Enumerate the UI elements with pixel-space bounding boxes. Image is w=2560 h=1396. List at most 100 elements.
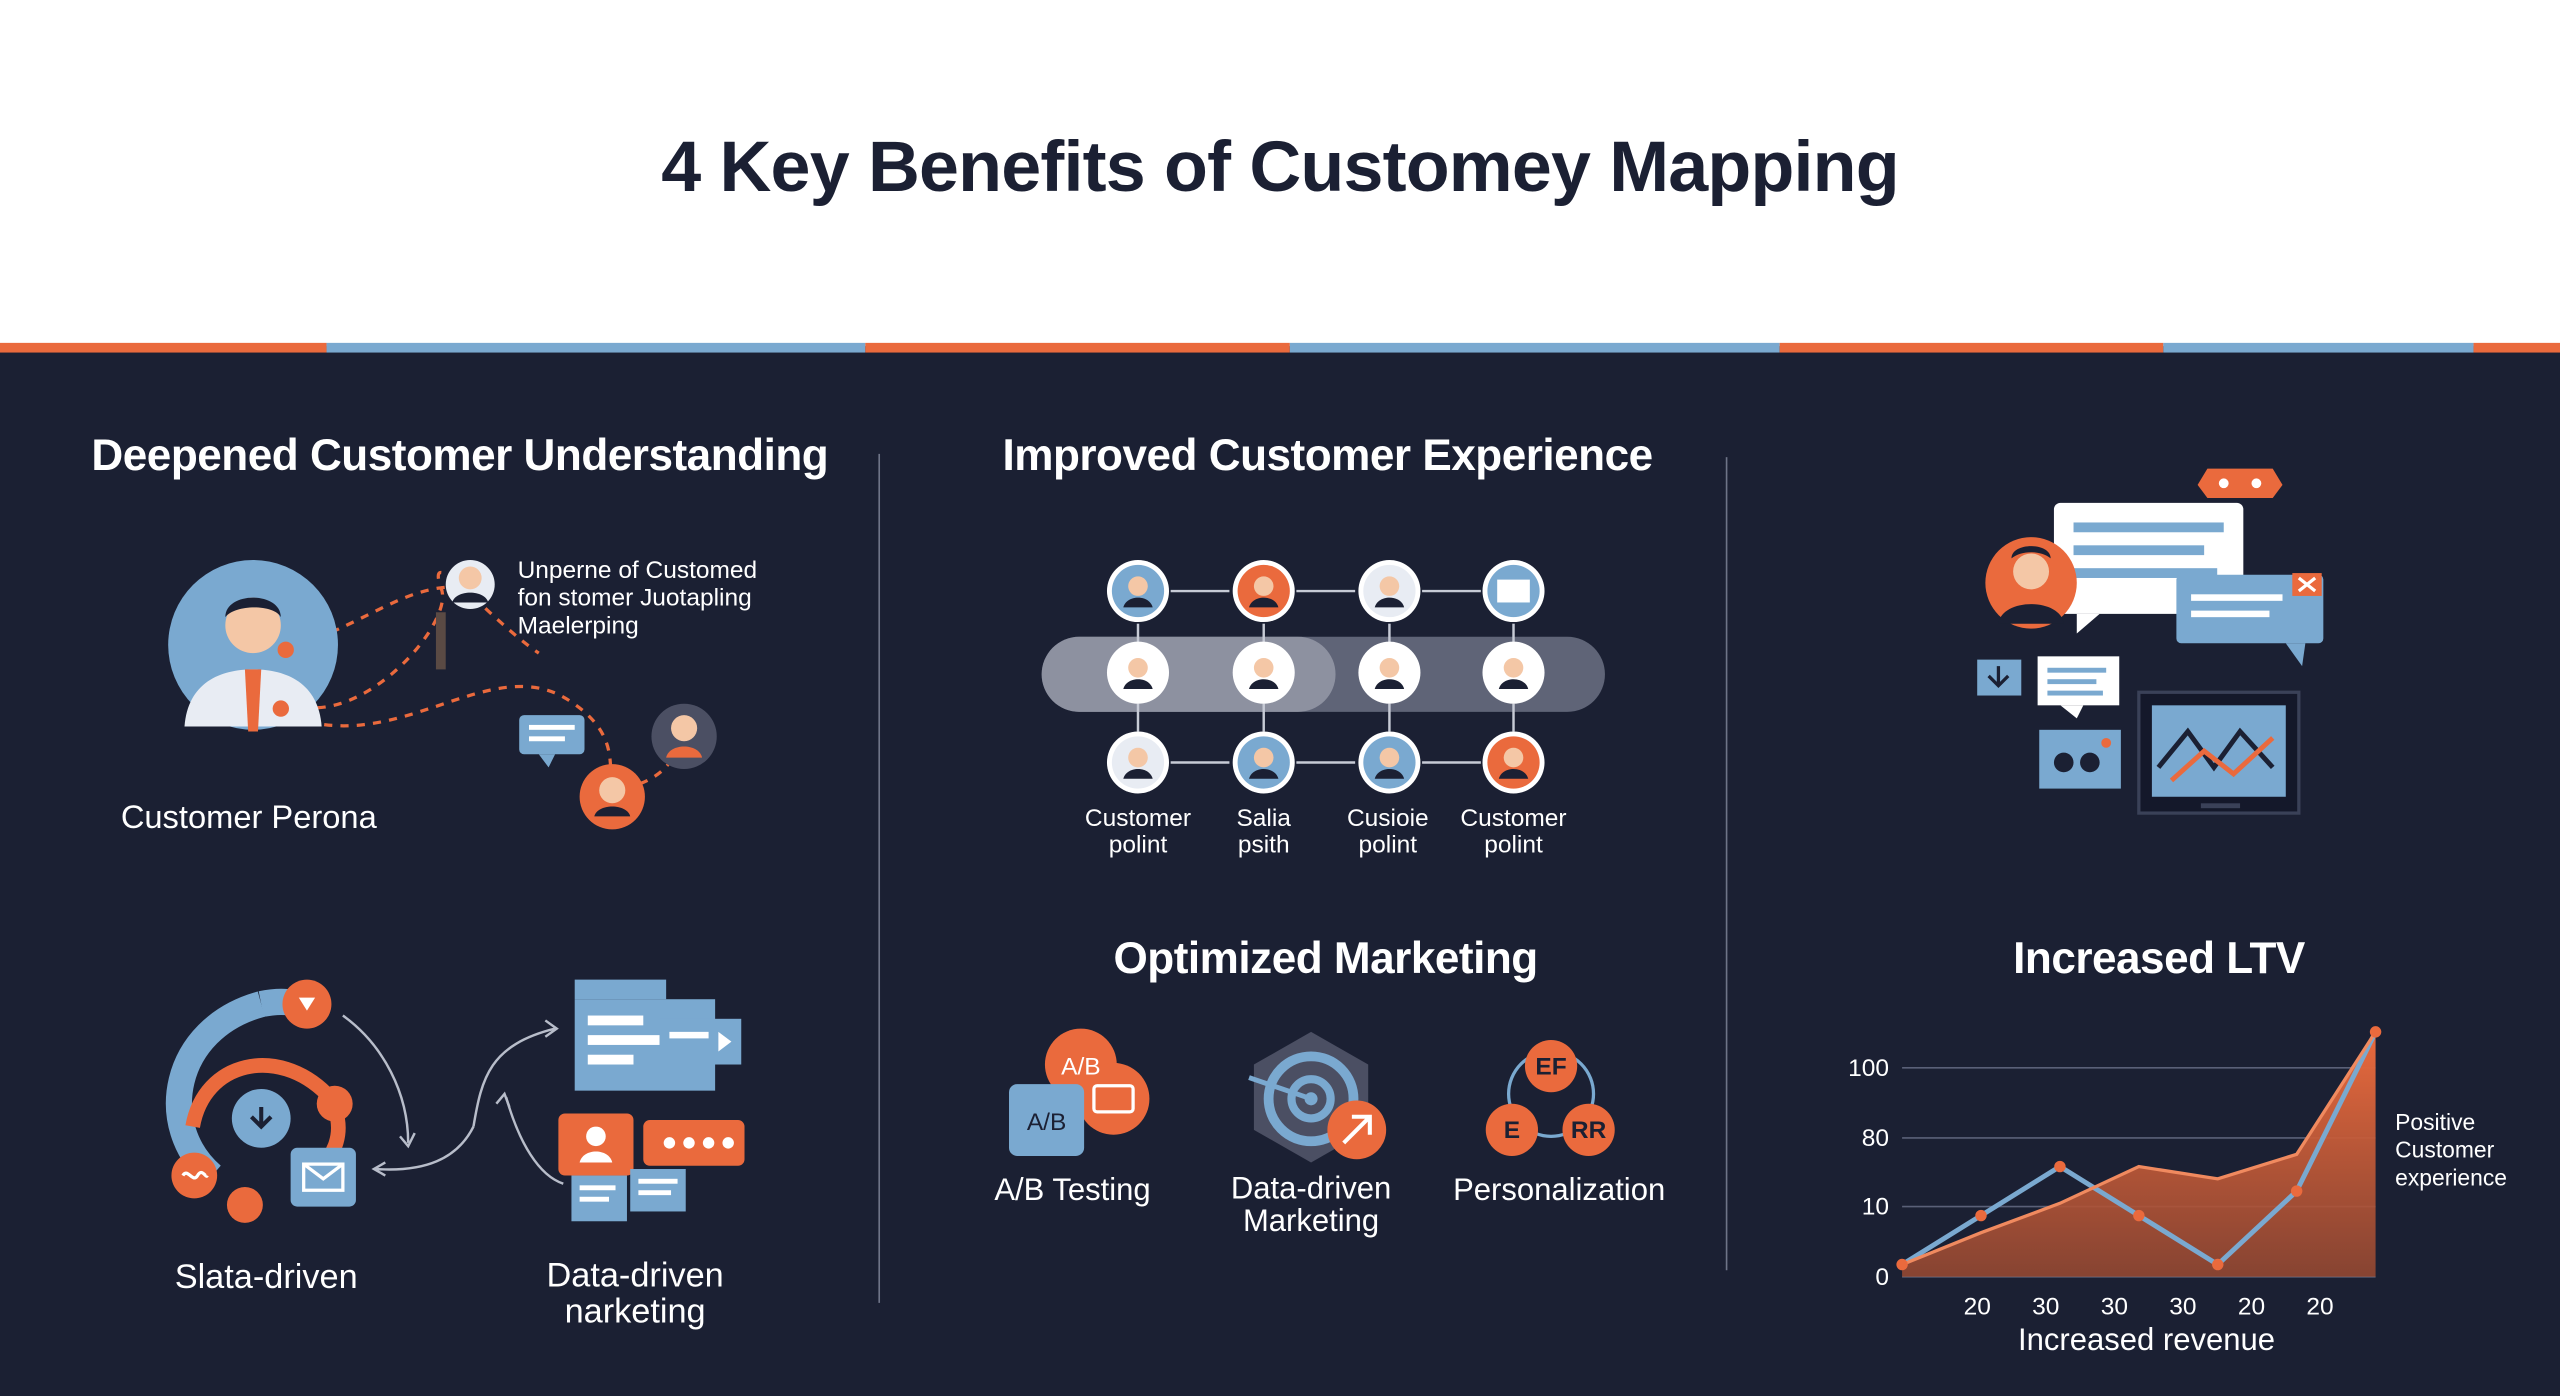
ltv-point [2290, 1185, 2303, 1197]
ltv-x-tick-label: 30 [2169, 1293, 2196, 1320]
reply-chat-bubble-icon [2176, 573, 2324, 667]
touchpoint-label-2-line-2: psith [1237, 831, 1290, 859]
ltv-area [1902, 1031, 2376, 1277]
ab-testing-icon-text-back: A/B [1061, 1053, 1100, 1080]
touchpoint-node-icon [1482, 560, 1545, 623]
ltv-y-tick-label: 100 [1848, 1055, 1889, 1082]
ltv-annotation: Positive Customer experience [2395, 1109, 2507, 1192]
ltv-chart: 0 10 80 100 20 30 30 30 20 20 [1848, 1026, 2382, 1320]
target-icon [1248, 1031, 1387, 1163]
touchpoint-node-icon [1482, 731, 1545, 794]
ltv-x-tick-label: 30 [2032, 1293, 2059, 1320]
chat-bubble-icon [519, 715, 585, 768]
alert-badge-icon [2197, 468, 2283, 498]
touchpoint-node-icon [1482, 641, 1545, 704]
touchpoint-label-4-line-2: polint [1484, 831, 1543, 859]
touchpoint-node-icon [1232, 731, 1295, 794]
touchpoint-node-icon [1232, 641, 1295, 704]
user-avatar-icon [1985, 537, 2077, 629]
ltv-annotation-line-2: Customer [2395, 1136, 2495, 1163]
ltv-x-tick-label: 20 [2238, 1293, 2265, 1320]
touchpoint-node-icon [1106, 731, 1170, 794]
persona-note: Unperne of Customed fon stomer Juotaplin… [518, 557, 758, 640]
ltv-x-tick-label: 30 [2101, 1293, 2128, 1320]
profile-chat-icon [558, 1113, 745, 1222]
message-card-icon [2037, 656, 2120, 719]
ab-testing-icon-text: A/B [1027, 1109, 1066, 1136]
ltv-x-tick-label: 20 [2306, 1293, 2333, 1320]
journey-path-middle [276, 684, 614, 788]
persona-note-line-1: Unperne of Customed [517, 556, 758, 585]
data-driven-right-line-2: narketing [564, 1293, 706, 1331]
touchpoint-label-3: Cusioie polint [1331, 804, 1445, 859]
ab-testing-icon: A/B A/B [1009, 1028, 1150, 1156]
customer-persona-avatar-icon [168, 560, 338, 732]
personalization-icon: EF E RR [1485, 1040, 1615, 1156]
journey-path-lower [285, 570, 540, 710]
touchpoint-label-3-line-1: Cusioie [1346, 804, 1429, 833]
download-icon [1977, 659, 2022, 696]
touchpoint-label-1-line-2: polint [1108, 831, 1168, 859]
ltv-point [2369, 1026, 2382, 1038]
heading-customer-understanding: Deepened Customer Understanding [91, 431, 829, 481]
header-band [0, 0, 2560, 347]
column-divider-right [1725, 457, 1728, 1271]
customer-avatar-icon-right [651, 703, 717, 770]
touchpoint-label-2: Salia psith [1207, 804, 1321, 859]
column-divider-left [878, 453, 881, 1303]
personalization-icon-text-left: E [1504, 1117, 1520, 1144]
ltv-annotation-line-1: Positive [2395, 1108, 2476, 1135]
ltv-point [2212, 1258, 2224, 1271]
data-driven-marketing-line-2: Marketing [1242, 1204, 1380, 1240]
cycle-diagram-icon [165, 979, 356, 1223]
heading-increased-ltv: Increased LTV [2013, 933, 2305, 983]
touchpoint-node-icon [1106, 560, 1170, 623]
data-driven-left-caption: Slata-driven [174, 1258, 358, 1297]
touchpoint-label-1-line-1: Customer [1084, 804, 1192, 833]
data-driven-marketing-line-1: Data-driven [1230, 1172, 1392, 1207]
touchpoint-label-1: Customer polint [1081, 804, 1195, 859]
ltv-line-series-2 [1901, 1030, 2377, 1267]
ltv-y-tick-label: 80 [1862, 1125, 1889, 1152]
ltv-annotation-line-3: experience [2395, 1164, 2508, 1191]
touchpoint-node-icon [1358, 560, 1421, 623]
personalization-icon-text-top: EF [1535, 1053, 1566, 1080]
ltv-y-tick-label: 10 [1862, 1194, 1889, 1221]
touchpoint-node-icon [1358, 641, 1421, 704]
touchpoint-label-2-line-1: Salia [1236, 804, 1291, 833]
data-driven-marketing-label: Data-driven Marketing [1213, 1172, 1409, 1240]
persona-note-line-2: fon stomer Juotapling [517, 584, 752, 613]
marketing-icons: A/B A/B EF E RR [1009, 1028, 1615, 1163]
analytics-card-icon [2039, 729, 2121, 789]
customer-avatar-icon-bottom [579, 764, 645, 830]
ltv-x-axis-label: Increased revenue [2018, 1324, 2275, 1359]
touchpoint-node-icon [1232, 560, 1295, 623]
touchpoint-label-4: Customer polint [1456, 804, 1570, 859]
ltv-x-tick-label: 20 [1964, 1293, 1991, 1320]
feedback-illustration [1977, 468, 2324, 815]
ltv-point [2133, 1209, 2145, 1222]
touchpoint-node-icon [1358, 731, 1421, 794]
persona-caption: Customer Perona [120, 800, 377, 836]
small-avatar-icon [435, 560, 495, 670]
personalization-icon-text-right: RR [1571, 1117, 1607, 1144]
touchpoint-network [1041, 560, 1605, 794]
ltv-point [1896, 1258, 1908, 1271]
data-driven-illustration [165, 979, 745, 1223]
page-title: 4 Key Benefits of Customey Mapping [661, 127, 1899, 208]
persona-illustration [168, 560, 717, 830]
journey-path-right [639, 750, 679, 786]
touchpoint-node-icon [1106, 641, 1170, 704]
persona-note-line-3: Maelerping [517, 612, 639, 641]
monitor-chart-icon [2137, 690, 2301, 815]
ltv-point [2054, 1160, 2066, 1173]
ltv-point [1975, 1209, 1987, 1222]
ab-testing-label: A/B Testing [994, 1173, 1151, 1209]
heading-optimized-marketing: Optimized Marketing [1113, 933, 1539, 983]
touchpoint-label-3-line-2: polint [1358, 831, 1418, 859]
accent-stripe [0, 342, 2560, 353]
ltv-y-tick-label: 0 [1875, 1264, 1889, 1291]
touchpoint-label-4-line-1: Customer [1460, 804, 1567, 833]
dashboard-panel-icon [574, 979, 742, 1091]
personalization-label: Personalization [1453, 1173, 1666, 1209]
